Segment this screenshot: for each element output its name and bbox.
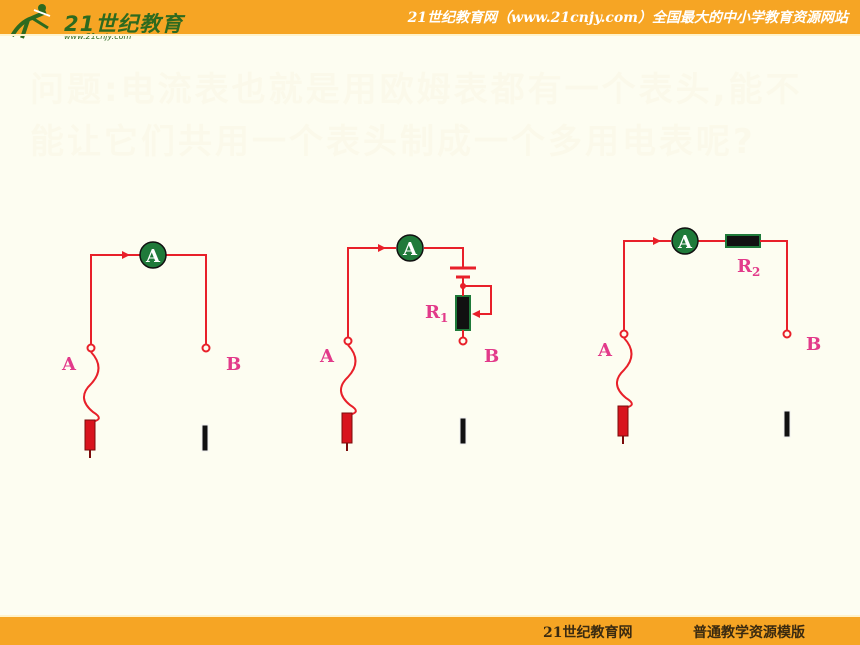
- terminal-a: [343, 336, 353, 346]
- footer-template-name: 普通教学资源模版: [693, 625, 805, 641]
- footer-bar: 21世纪教育网 普通教学资源模版: [0, 617, 860, 645]
- probe-lead-a: [340, 344, 357, 416]
- black-probe: [459, 417, 467, 445]
- terminal-a-label: A: [597, 340, 613, 361]
- terminal-b: [458, 336, 468, 346]
- ammeter-label: A: [677, 232, 693, 253]
- footer-site-name[interactable]: 21世纪教育网: [543, 625, 633, 641]
- terminal-b-label: B: [806, 334, 821, 355]
- circuit-ammeter-rheostat: A R1 A B: [319, 234, 499, 451]
- circuit-ammeter: A A B: [61, 241, 241, 458]
- resistor-r2: [725, 234, 761, 248]
- r1-label: R1: [425, 302, 448, 325]
- terminal-a: [619, 329, 629, 339]
- circuit-ammeter-resistor: A R2 A B: [597, 227, 821, 444]
- footer-divider: [0, 615, 860, 617]
- header-divider: [0, 34, 860, 36]
- runner-logo-icon: [10, 4, 51, 39]
- r2-label: R2: [737, 256, 760, 279]
- logo-text: 21世纪教育: [64, 12, 184, 36]
- black-probe: [201, 424, 209, 452]
- terminal-b-label: B: [484, 346, 499, 367]
- terminal-b: [782, 329, 792, 339]
- red-probe: [341, 412, 353, 444]
- header-bar: 21世纪教育 www.21cnjy.com 21世纪教育网（www.21cnjy…: [0, 0, 860, 41]
- ammeter-label: A: [402, 239, 418, 260]
- ammeter-label: A: [145, 246, 161, 267]
- red-probe: [84, 419, 96, 451]
- terminal-a-label: A: [319, 346, 335, 367]
- rheostat-r1: [455, 295, 471, 331]
- red-probe: [617, 405, 629, 437]
- terminal-b-label: B: [226, 354, 241, 375]
- terminal-a-label: A: [61, 354, 77, 375]
- black-probe: [783, 410, 791, 438]
- site-title: 21世纪教育网（www.21cnjy.com）全国最大的中小学教育资源网站: [407, 10, 848, 26]
- logo-url: www.21cnjy.com: [64, 32, 132, 41]
- probe-lead-a: [616, 337, 633, 409]
- question-text: 问题:电流表也就是用欧姆表都有一个表头,能不能让它们共用一个表头制成一个多用电表…: [30, 70, 803, 162]
- terminal-b: [201, 343, 211, 353]
- site-logo[interactable]: 21世纪教育 www.21cnjy.com: [6, 2, 196, 46]
- ammeter-symbol: A: [396, 234, 424, 262]
- ammeter-symbol: A: [671, 227, 699, 255]
- terminal-a: [86, 343, 96, 353]
- ammeter-symbol: A: [139, 241, 167, 269]
- probe-lead-a: [83, 351, 100, 423]
